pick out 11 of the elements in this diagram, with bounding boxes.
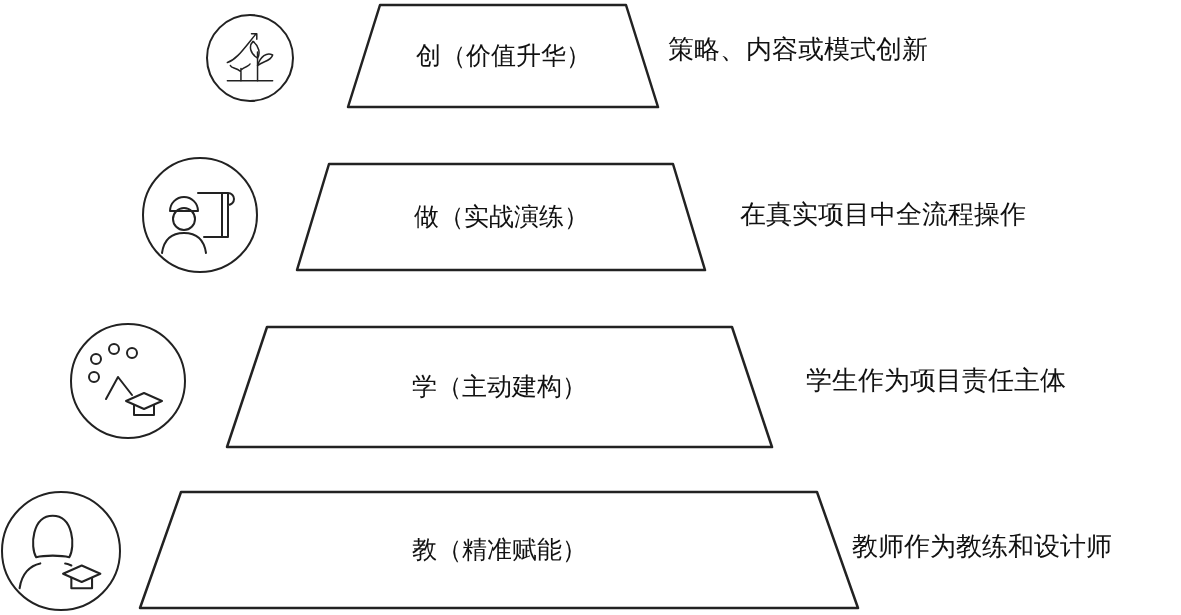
description-text: 学生作为项目责任主体	[806, 364, 1066, 397]
level-label: 教（精准赋能）	[411, 534, 587, 567]
level-label: 做（实战演练）	[413, 201, 589, 234]
trapezoid-box	[295, 162, 707, 272]
trapezoid-box	[346, 3, 660, 109]
description-text: 在真实项目中全流程操作	[740, 198, 1026, 231]
description-text: 教师作为教练和设计师	[852, 530, 1112, 563]
trapezoid-box	[225, 325, 774, 449]
level-label: 学（主动建构）	[412, 371, 587, 404]
description-text: 策略、内容或模式创新	[668, 33, 928, 66]
level-label: 创（价值升华）	[415, 40, 591, 73]
